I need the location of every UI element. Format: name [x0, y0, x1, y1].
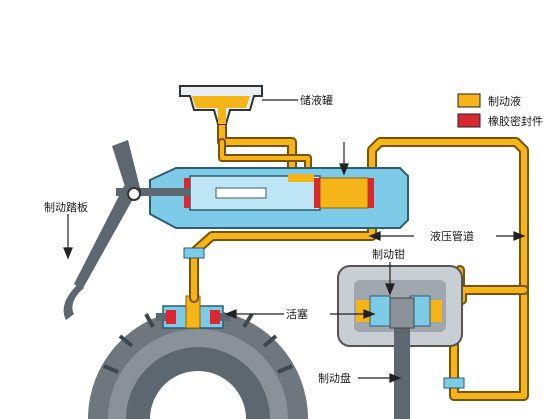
brake-disc — [389, 297, 415, 419]
label-disc: 制动盘 — [318, 371, 351, 385]
legend-swatch-rubber-seal — [457, 113, 481, 128]
leader-lines — [63, 99, 526, 383]
label-brake-pedal: 制动踏板 — [44, 200, 88, 214]
legend-label-rubber-seal: 橡胶密封件 — [488, 114, 543, 128]
reservoir — [179, 85, 263, 125]
label-hydraulic-line: 液压管道 — [430, 229, 474, 243]
brake-pedal — [63, 140, 141, 320]
label-caliper: 制动钳 — [372, 248, 405, 261]
wheel-cylinder — [156, 295, 230, 329]
legend: 制动液 橡胶密封件 — [457, 93, 543, 128]
line-fittings — [183, 247, 465, 389]
master-cylinder — [116, 167, 409, 229]
legend-label-brake-fluid: 制动液 — [488, 94, 521, 108]
label-piston: 活塞 — [286, 307, 308, 321]
legend-swatch-brake-fluid — [457, 93, 481, 108]
label-reservoir: 储液罐 — [300, 93, 333, 107]
brake-drum — [88, 309, 308, 419]
